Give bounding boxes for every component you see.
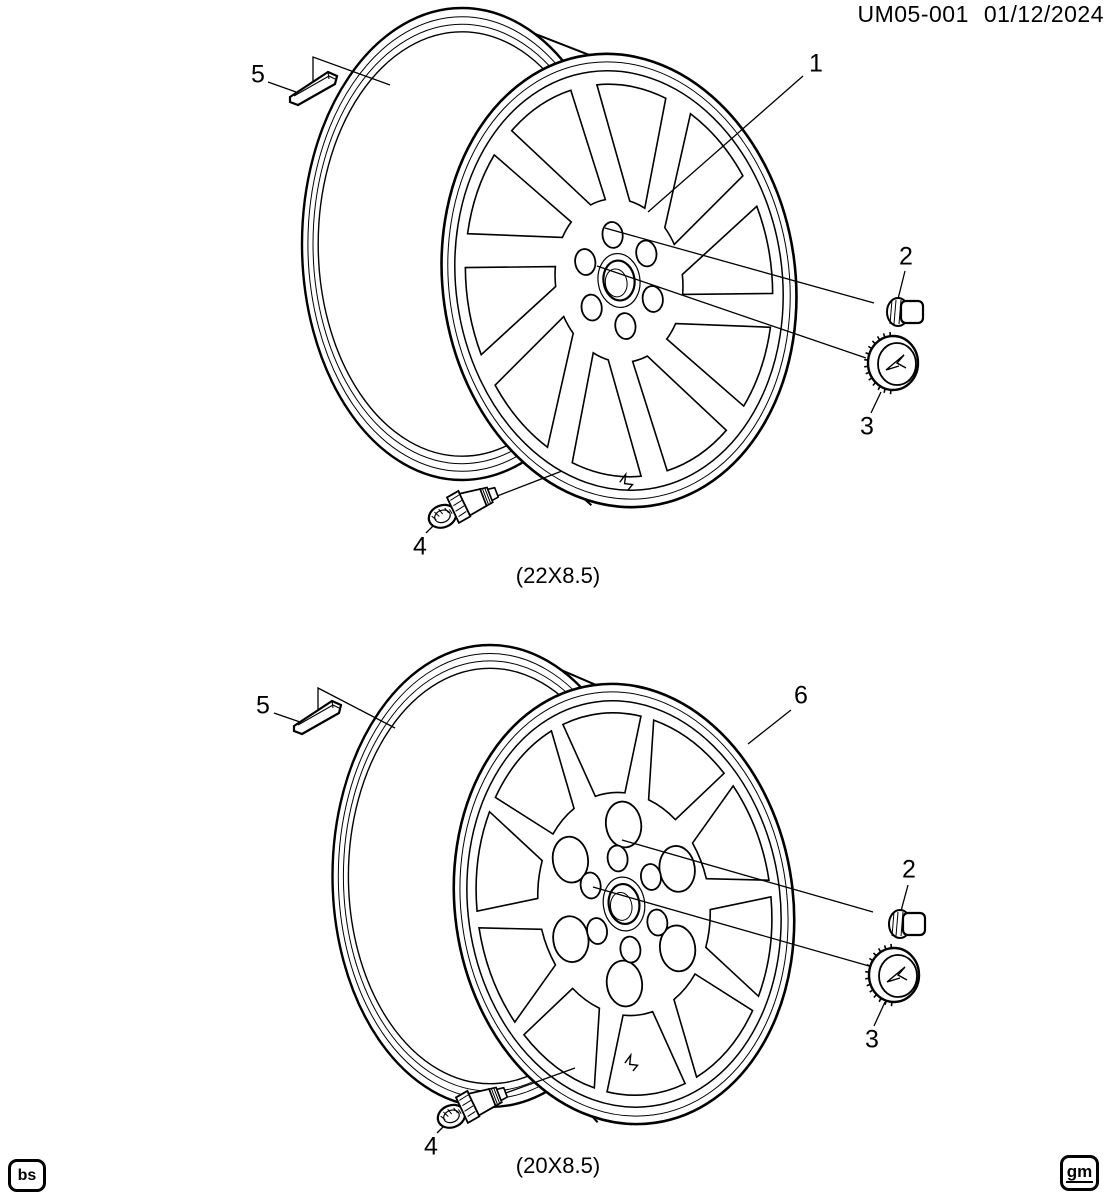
wheel-weight-drawing xyxy=(292,699,343,736)
leader-line xyxy=(502,1067,576,1095)
document-number: UM05-001 xyxy=(857,1,969,27)
revision-date: 01/12/2024 xyxy=(983,1,1104,27)
author-initials-text: bs xyxy=(17,1166,37,1184)
leader-line xyxy=(900,884,909,912)
callout-cap-22: 3 xyxy=(860,412,874,441)
leader-line xyxy=(596,265,867,359)
lug-nut-drawing xyxy=(888,909,927,939)
leader-line xyxy=(604,227,875,304)
callout-valve-22: 4 xyxy=(413,532,427,561)
leader-line xyxy=(897,270,906,300)
leader-line xyxy=(317,686,396,729)
center-cap-drawing xyxy=(865,943,921,1007)
callout-valve-20: 4 xyxy=(424,1132,438,1161)
callout-cap-20: 3 xyxy=(865,1025,879,1054)
wheel-22-drawing xyxy=(300,6,825,530)
leader-line xyxy=(491,470,563,499)
callout-weight-22: 5 xyxy=(251,60,265,89)
callout-weight-20: 5 xyxy=(256,691,270,720)
gm-logo-text: gm xyxy=(1065,1162,1094,1183)
size-caption-22: (22X8.5) xyxy=(515,563,601,588)
valve-sensor-drawing xyxy=(427,486,500,529)
callout-nut-20: 2 xyxy=(902,855,916,884)
wheel-20-drawing xyxy=(331,643,823,1146)
leader-line xyxy=(273,712,301,723)
size-caption-20: (20X8.5) xyxy=(515,1153,601,1178)
leader-line xyxy=(621,839,874,913)
center-cap-drawing xyxy=(864,331,920,395)
gm-logo-stamp: gm xyxy=(1060,1155,1099,1191)
leader-line xyxy=(747,709,792,745)
leader-line xyxy=(870,391,882,414)
callout-wheel-20: 6 xyxy=(794,681,808,710)
author-initials-stamp: bs xyxy=(8,1159,46,1192)
leader-line xyxy=(647,75,804,213)
leader-line xyxy=(873,1001,886,1027)
leader-line xyxy=(592,886,870,967)
wheel-weight-drawing xyxy=(288,70,339,107)
callout-wheel-22: 1 xyxy=(809,49,823,78)
lug-nut-drawing xyxy=(886,297,925,327)
drawing-header: UM05-001 01/12/2024 xyxy=(857,1,1104,28)
callout-nut-22: 2 xyxy=(899,242,913,271)
valve-sensor-drawing xyxy=(436,1086,509,1129)
leader-line xyxy=(312,56,391,86)
leader-line xyxy=(267,81,297,93)
